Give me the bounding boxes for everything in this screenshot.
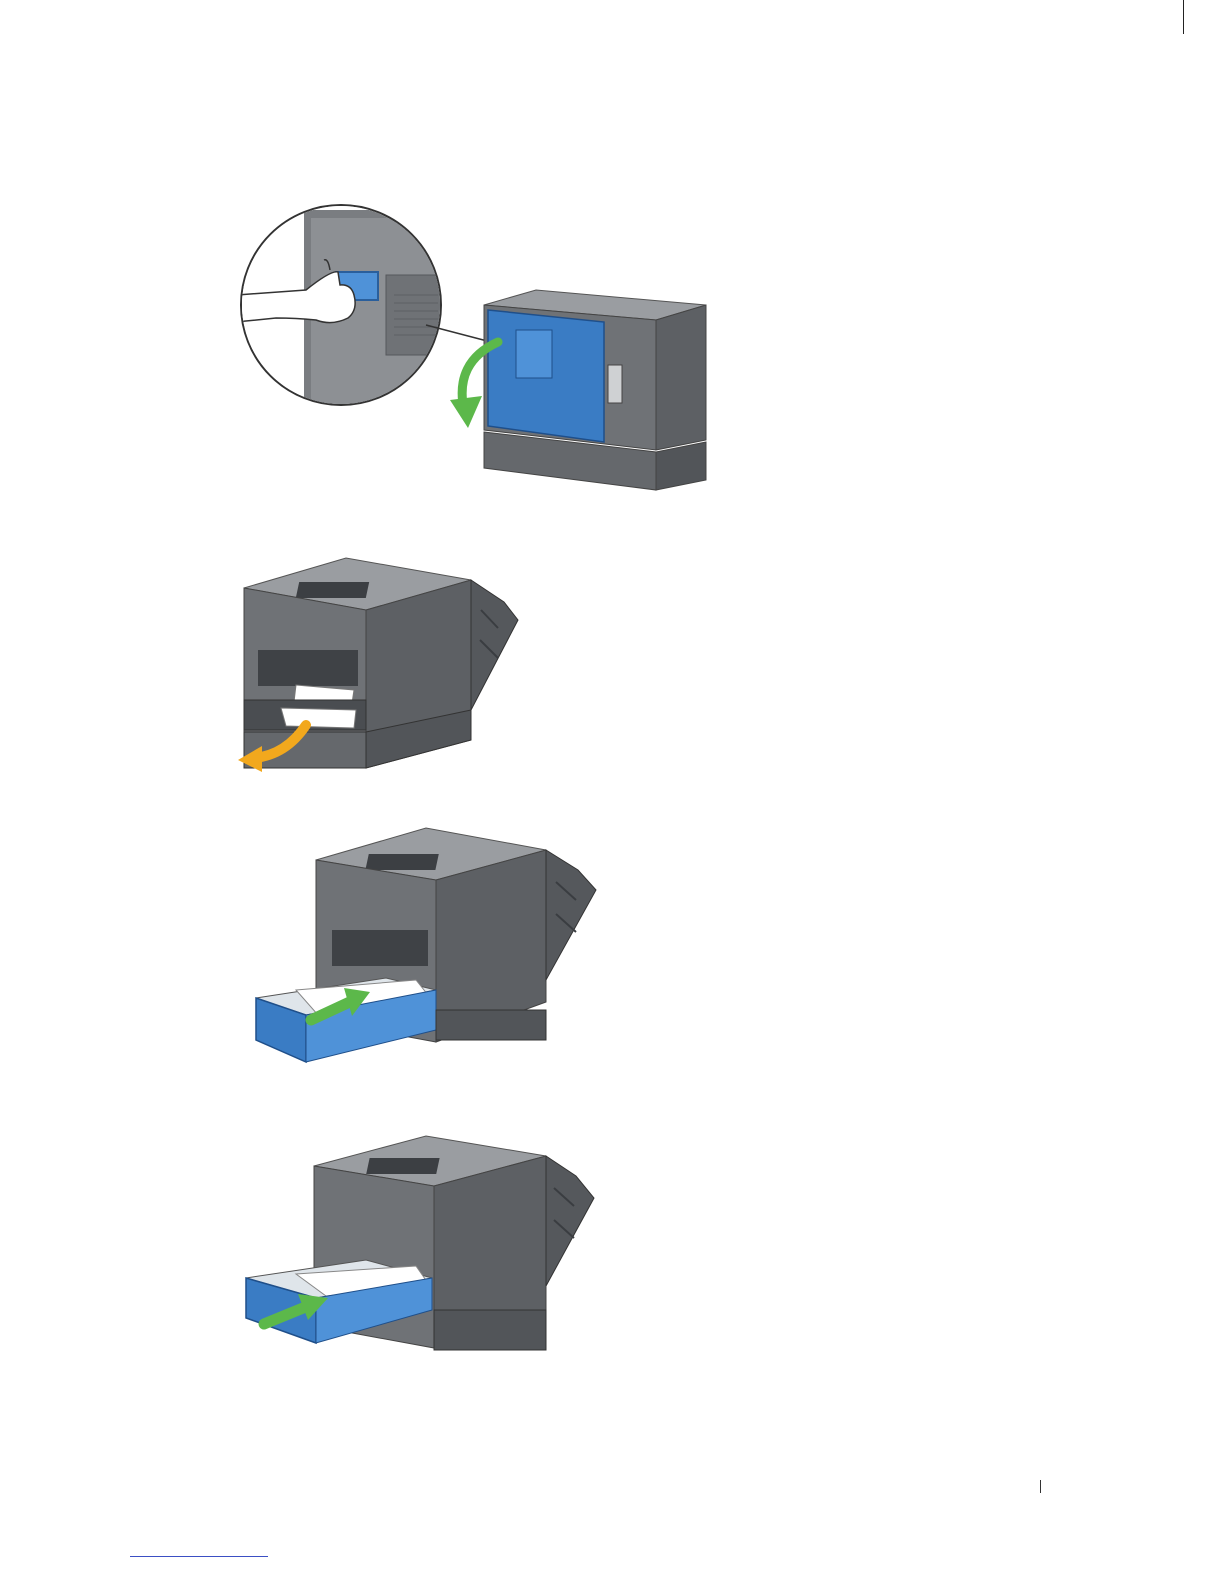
open-rear-cover-illustration xyxy=(236,200,716,500)
page-number-marker xyxy=(1040,1480,1041,1493)
footer-link-underline[interactable] xyxy=(130,1556,268,1557)
push-tray-in-illustration xyxy=(236,1128,616,1368)
insert-paper-tray-illustration xyxy=(236,820,616,1080)
pull-out-jammed-paper-illustration xyxy=(236,550,536,780)
header-rule xyxy=(1183,0,1184,34)
